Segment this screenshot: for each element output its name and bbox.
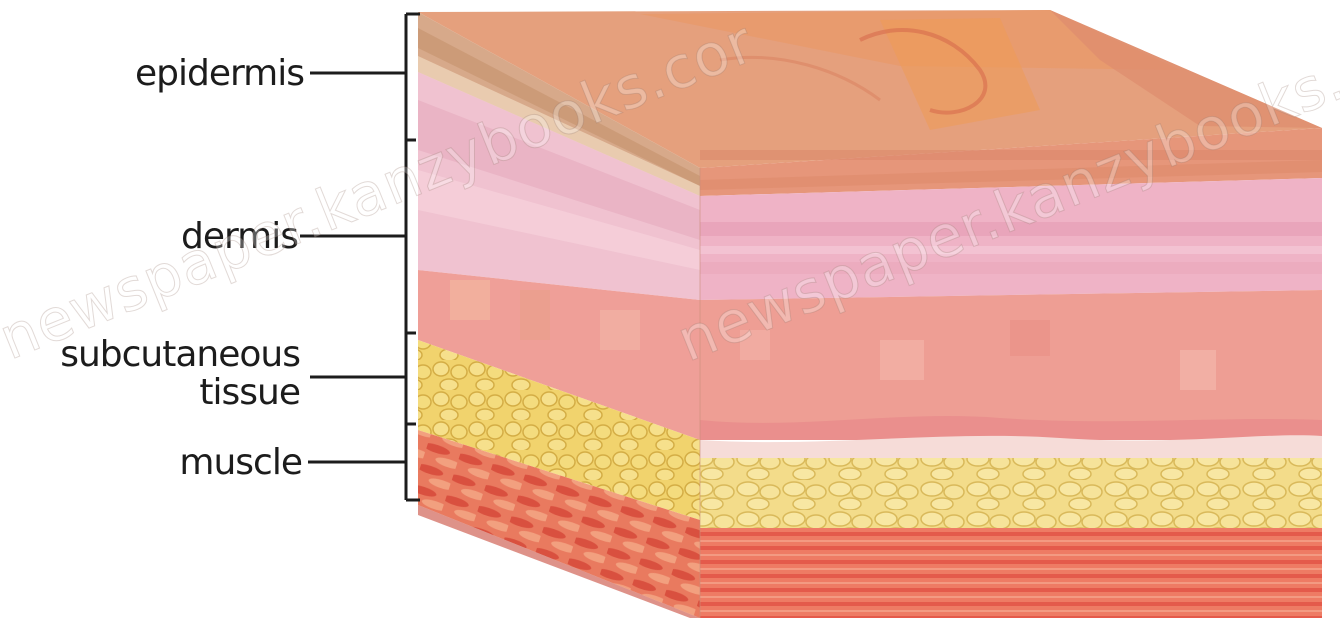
layer-bracket [406,14,420,500]
leader-lines [300,73,406,462]
epidermis-label: epidermis [135,53,304,94]
subcutaneous-label-line2: tissue [199,372,300,413]
muscle-label: muscle [179,442,302,483]
